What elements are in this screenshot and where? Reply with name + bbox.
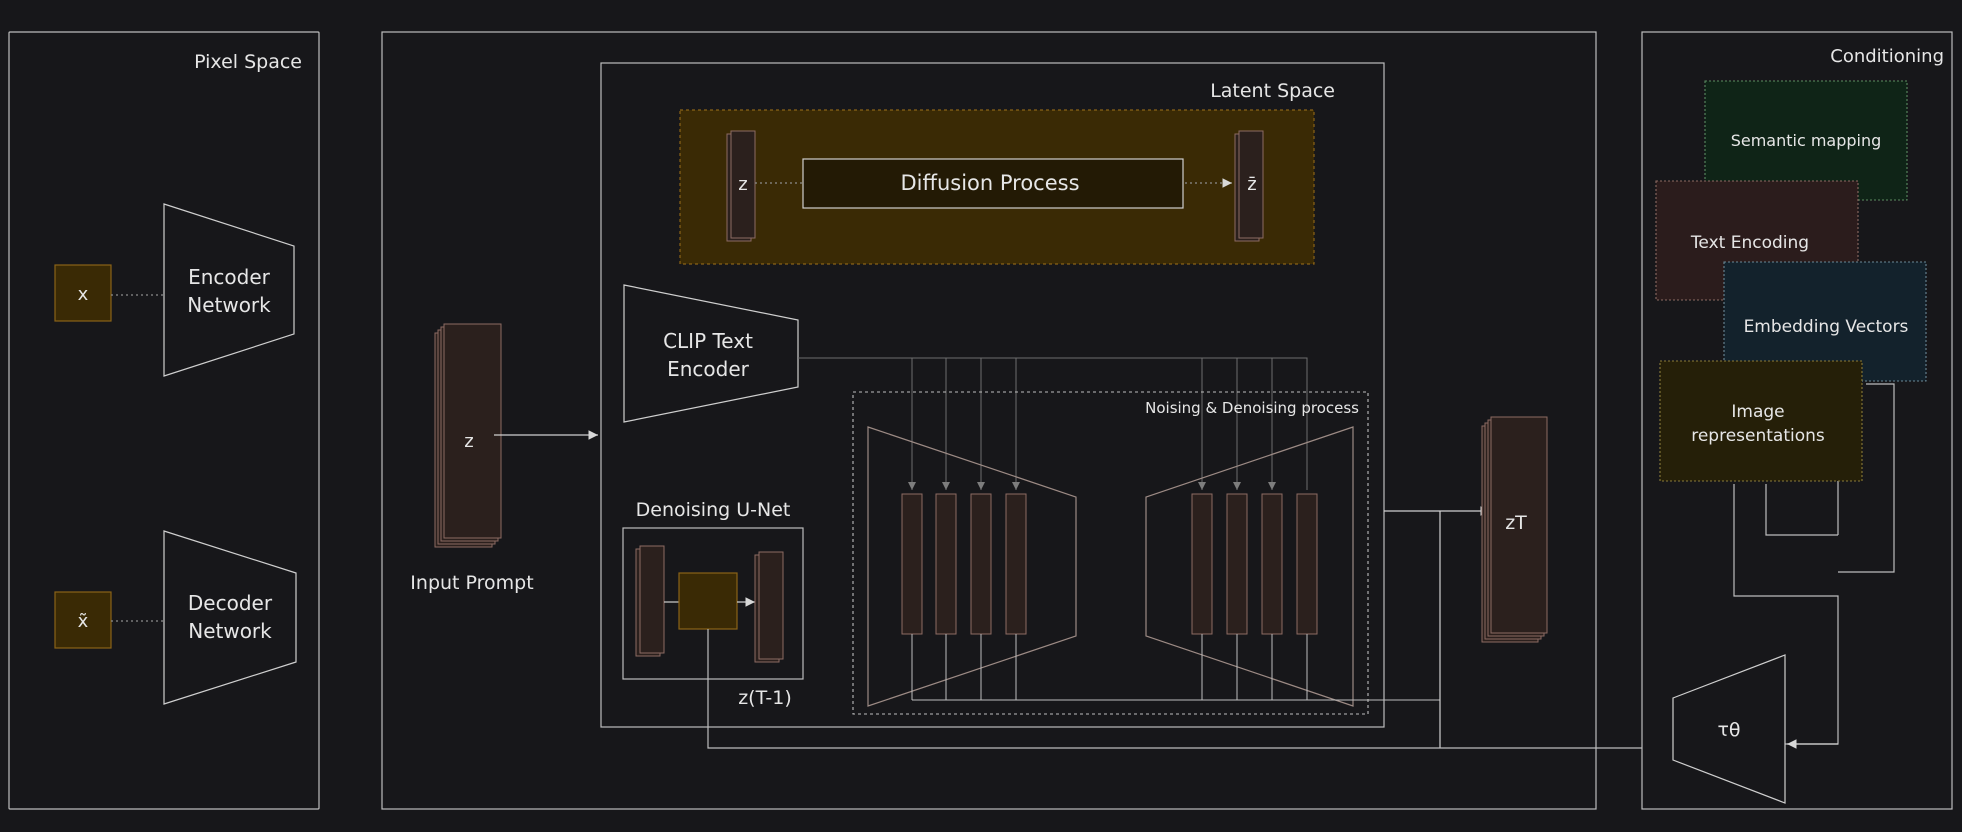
latent-space-title: Latent Space (1210, 80, 1335, 102)
tau-theta-label: τθ (1717, 719, 1740, 741)
embedding-vectors-label: Embedding Vectors (1744, 317, 1909, 337)
pixel-space-panel: Pixel Space x Encoder Network x̃ Decoder… (8, 31, 320, 810)
x-tilde-label: x̃ (78, 611, 89, 632)
clip-label-line1: CLIP Text (663, 329, 753, 353)
denoising-unet-block: Denoising U-Net z(T-1) (622, 499, 804, 709)
x-tilde-output-box (54, 591, 112, 649)
clip-label-line2: Encoder (667, 357, 750, 381)
input-prompt-stack: z Input Prompt (410, 323, 534, 594)
input-prompt-label: Input Prompt (410, 572, 533, 594)
decoder-network-shape (163, 530, 297, 705)
noising-denoising-region: Noising & Denoising process (852, 391, 1441, 748)
encoder-network-shape (163, 203, 295, 377)
unet-core-box (678, 572, 738, 630)
image-representations-line2: representations (1691, 426, 1825, 446)
image-representations-line1: Image (1731, 402, 1784, 422)
zt-output-stack: zT (1481, 416, 1548, 643)
decoder-label-line2: Network (188, 619, 272, 643)
zt-label: zT (1505, 512, 1527, 534)
noising-denoising-label: Noising & Denoising process (1145, 399, 1359, 417)
diffusion-process-label: Diffusion Process (900, 171, 1079, 195)
encoder-label-line2: Network (187, 293, 271, 317)
diffusion-z-out-label: z̄ (1247, 174, 1256, 195)
semantic-mapping-label: Semantic mapping (1731, 131, 1882, 150)
clip-conditioning-lines (798, 357, 1308, 490)
conditioning-panel: Conditioning Semantic mapping Text Encod… (1641, 31, 1953, 810)
input-z-label: z (464, 431, 473, 452)
x-input-box (54, 264, 112, 322)
image-representations-card: Image representations (1659, 360, 1863, 482)
conditioning-title: Conditioning (1830, 46, 1944, 67)
diffusion-z-in-label: z (738, 174, 747, 195)
diffusion-process-box (802, 158, 1184, 209)
encoder-label-line1: Encoder (188, 265, 271, 289)
diffusion-process-region: z Diffusion Process z̄ (679, 109, 1315, 265)
clip-text-encoder: CLIP Text Encoder (623, 284, 799, 423)
denoising-unet-label: Denoising U-Net (636, 499, 791, 521)
z-t-minus-1-label: z(T-1) (738, 687, 792, 709)
pixel-space-title: Pixel Space (194, 51, 302, 73)
semantic-mapping-card: Semantic mapping (1704, 80, 1908, 201)
tau-theta-encoder: τθ (1672, 654, 1786, 804)
x-input-label: x (78, 284, 89, 305)
text-encoding-label: Text Encoding (1690, 233, 1809, 253)
decoder-label-line1: Decoder (188, 591, 273, 615)
